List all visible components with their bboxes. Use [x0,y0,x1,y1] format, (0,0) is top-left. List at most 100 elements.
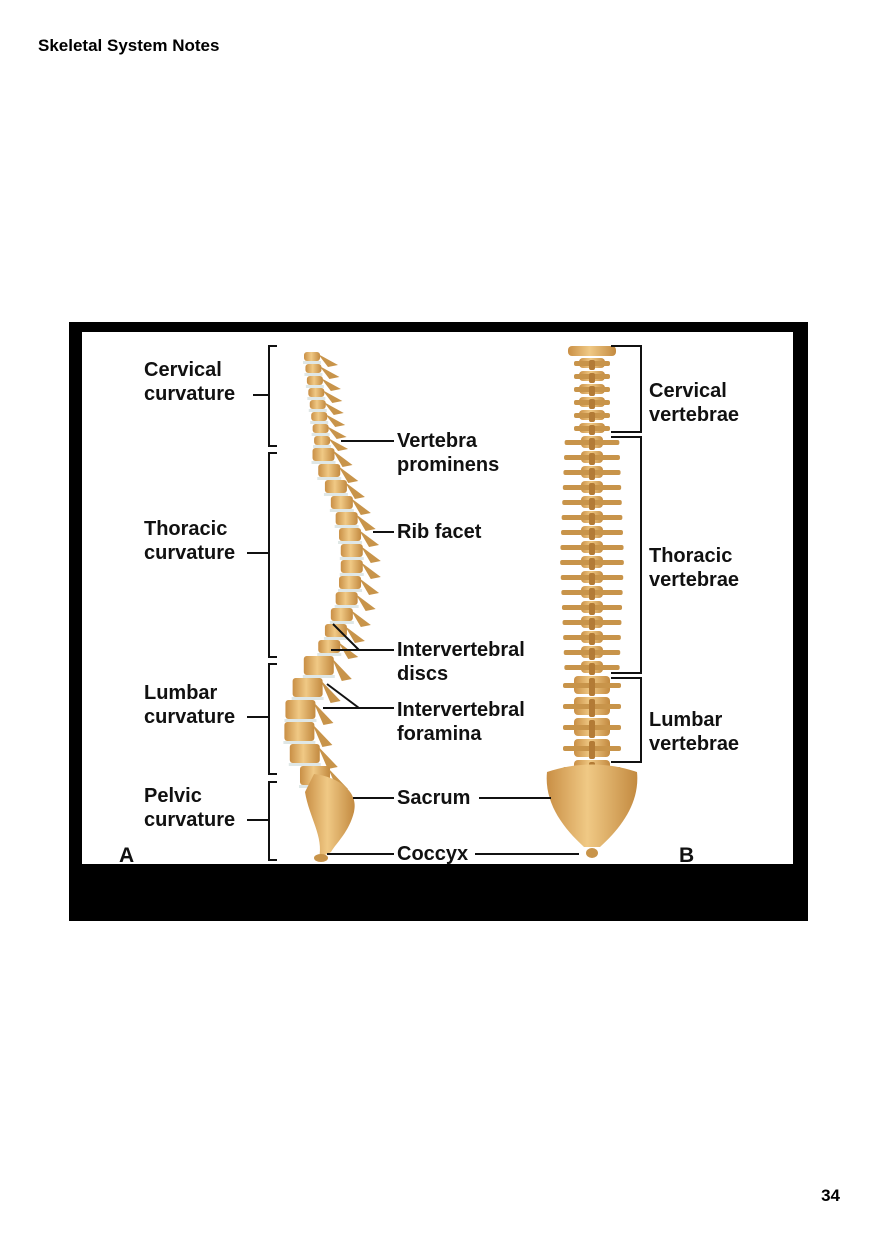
intervertebral-disc [302,675,335,678]
spinous-process [360,562,381,579]
spine-illustration: Cervical curvature Thoracic curvature Lu… [82,332,793,867]
spinous-process-posterior [589,588,595,600]
page-number: 34 [821,1186,840,1205]
spinous-process-posterior [589,741,595,759]
intervertebral-disc [329,621,354,624]
spinous-process [326,426,347,439]
spinous-process-posterior [589,573,595,585]
coccyx-shape [314,854,328,862]
spinous-process [338,466,359,483]
thoracic-curvature-label-1: Thoracic [144,518,227,540]
spinous-process [318,354,338,367]
intervertebral-discs-label-1: Intervertebral [397,639,525,661]
spinous-process-posterior [589,425,595,435]
posterior-coccyx [586,848,598,858]
sacrum-label: Sacrum [397,787,470,809]
spinous-process-posterior [589,648,595,660]
thoracic-curvature-label-2: curvature [144,542,235,564]
cervical-vertebrae-bracket [611,345,642,433]
spinous-process [312,724,333,747]
vertebral-body [318,640,341,653]
vertebral-body [340,560,363,573]
intervertebral-disc [288,763,321,766]
thoracic-bracket [268,452,277,658]
spinous-process [320,378,341,391]
vertebral-body [311,412,328,421]
atlas [568,346,616,356]
intervertebral-disc [311,433,330,436]
spinous-process [325,414,346,427]
curvature-brackets [247,345,277,861]
rib-facet-label: Rib facet [397,521,482,543]
vertebral-body [309,400,326,409]
intervertebral-disc [305,385,324,388]
intervertebral-disc [334,525,359,528]
intervertebral-disc [317,653,342,656]
spinous-process [350,610,371,627]
cervical-curvature-label-2: curvature [144,383,235,405]
intervertebral-disc [284,719,317,722]
intervertebral-foramina-label-1: Intervertebral [397,699,525,721]
lumbar-curvature-label-2: curvature [144,706,235,728]
intervertebral-disc [311,461,336,464]
intervertebral-disc [313,445,332,448]
intervertebral-disc [283,741,316,744]
intervertebral-disc [304,373,323,376]
vertebral-body [330,496,353,509]
spinous-process-posterior [589,603,595,615]
spinous-process [328,438,349,451]
vertebra-prominens-label-1: Vertebra [397,430,478,452]
spinous-process [355,514,376,531]
vertebrae-labels: Cervical vertebrae Thoracic vertebrae Lu… [649,380,739,755]
spinous-process [350,498,371,515]
intervertebral-disc [339,557,364,560]
thoracic-vertebrae-label-2: vertebrae [649,569,739,591]
vertebral-body [340,544,363,557]
spinous-process [320,680,341,703]
intervertebral-disc [329,509,354,512]
spine-figure: Cervical curvature Thoracic curvature Lu… [69,322,808,921]
vertebral-body [312,448,335,461]
spinous-process-posterior [589,483,595,495]
coccyx-label: Coccyx [397,843,468,865]
intervertebral-disc [323,637,348,640]
intervertebral-disc [339,573,364,576]
vertebral-body [289,744,320,763]
intervertebral-disc [308,409,327,412]
lateral-spine-drawing [283,352,381,862]
spinous-process-posterior [589,513,595,525]
spinous-process-posterior [589,543,595,555]
vertebral-body [303,656,334,675]
spinous-process-posterior [589,386,595,396]
intervertebral-disc [338,541,363,544]
spinous-process-posterior [589,373,595,383]
spinous-process [319,366,340,379]
spinous-process-posterior [589,453,595,465]
spinous-process-posterior [589,720,595,738]
spinous-process-posterior [589,412,595,422]
vertebral-body [306,376,323,385]
intervertebral-disc [291,697,324,700]
figure-panel-background [82,332,793,864]
sacrum-shape [305,774,355,858]
intervertebral-discs-label-2: discs [397,663,448,685]
intervertebral-disc [334,605,359,608]
vertebral-body [318,464,341,477]
vertebra-prominens-label-2: prominens [397,454,499,476]
cervical-vertebrae-label-1: Cervical [649,380,727,402]
vertebral-body [314,436,331,445]
spinous-process [355,594,376,611]
posterior-sacrum [546,764,638,847]
spinous-process [359,578,380,595]
spinous-process-posterior [589,360,595,370]
curvature-labels: Cervical curvature Thoracic curvature Lu… [144,359,235,831]
intervertebral-disc [317,477,342,480]
vertebral-body [285,700,316,719]
lumbar-vertebrae-label-1: Lumbar [649,709,723,731]
intervertebral-disc [310,421,329,424]
vertebral-body [335,592,358,605]
spinous-process [360,546,381,563]
spinous-process [317,746,338,769]
intervertebral-disc [323,493,348,496]
spinous-process [323,402,344,415]
